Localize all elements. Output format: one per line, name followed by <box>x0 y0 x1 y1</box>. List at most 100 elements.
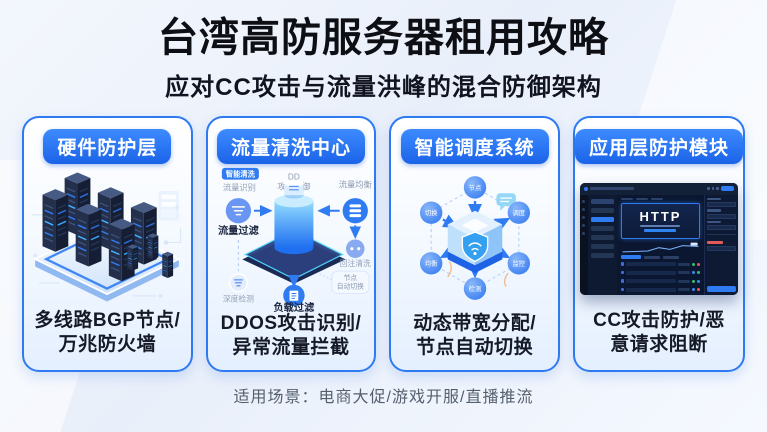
mini-badge-label: 智能清洗 <box>226 170 256 179</box>
label-reinject: 回注清洗 <box>340 258 371 268</box>
doc-icon <box>289 290 299 301</box>
menu-item <box>590 207 614 213</box>
dashboard-topbar <box>579 182 738 195</box>
cleaning-flow-diagram: 智能清洗 流量识别 DD 攻击防御 流量均衡 流量过滤 深度检测 <box>208 164 375 312</box>
table-row <box>620 287 700 293</box>
menu-item <box>590 225 614 231</box>
card-header-badge: 应用层防护模块 <box>574 129 743 164</box>
dashboard-body: HTTP <box>579 194 738 295</box>
hex-node-label: 切换 <box>425 208 438 217</box>
card-hardware-protection: 硬件防护层 <box>22 116 193 372</box>
caption-line: 意请求阻断 <box>610 334 708 356</box>
tab-bar <box>643 255 660 259</box>
card-header-badge: 流量清洗中心 <box>216 129 365 164</box>
dashboard-content: HTTP <box>616 194 704 295</box>
pill-connector <box>318 272 333 281</box>
label-balance: 流量均衡 <box>339 179 372 189</box>
label-traffic-filter: 流量过滤 <box>218 224 260 237</box>
page-title: 台湾高防服务器租用攻略 <box>158 16 609 60</box>
dashboard-title-bar <box>589 187 634 191</box>
sidebar-menu <box>587 194 617 295</box>
ghost-cabinet-deco <box>158 190 180 220</box>
hex-node-label: 均衡 <box>425 259 438 268</box>
caption-line: 动态带宽分配/ <box>413 313 537 334</box>
field-input-bar <box>706 246 736 252</box>
table-row <box>620 261 700 267</box>
page-subtitle: 应对CC攻击与流量洪峰的混合防御架构 <box>165 74 602 101</box>
table-row <box>620 278 700 284</box>
hex-node-label: 调度 <box>512 208 525 217</box>
scheduling-hex-svg: 节点 调度 监控 检测 均衡 切换 <box>419 176 530 300</box>
stack-mini-icon <box>289 185 299 191</box>
dashboard-screenshot: HTTP <box>575 164 743 309</box>
attack-log-table <box>620 261 700 293</box>
tab-bar <box>662 255 679 259</box>
logo-dot-icon <box>583 186 588 191</box>
label-dd-line1: DD <box>288 173 300 182</box>
node-pill-line1: 节点 <box>344 274 358 282</box>
caption-line: 异常流量拦截 <box>232 336 350 358</box>
field-label-bar <box>706 197 721 201</box>
shield-icon <box>461 231 488 263</box>
scan-icon <box>233 279 243 287</box>
topbar-dot-icon <box>707 187 710 190</box>
icon-rail <box>579 194 588 295</box>
cleaning-cylinder <box>274 180 314 255</box>
field-input-bar <box>706 202 736 208</box>
label-load-filter: 负载过滤 <box>273 301 315 312</box>
protection-dashboard: HTTP <box>579 182 738 295</box>
card-caption: 多线路BGP节点/ 万兆防火墙 <box>34 309 180 357</box>
field-label-bar <box>706 220 721 224</box>
active-tab-bar <box>620 255 641 260</box>
panel-button <box>706 285 736 292</box>
settings-panel <box>703 194 738 295</box>
label-deep-detect: 深度检测 <box>223 293 254 303</box>
card-header-badge: 智能调度系统 <box>400 129 549 164</box>
menu-item <box>590 234 614 240</box>
card-caption: 动态带宽分配/ 节点自动切换 <box>413 312 536 360</box>
table-row <box>620 270 700 276</box>
hex-node-label: 检测 <box>468 284 481 293</box>
dots-icon <box>350 247 361 251</box>
orange-deco <box>446 261 509 288</box>
cleaning-flow-svg: 智能清洗 流量识别 DD 攻击防御 流量均衡 流量过滤 深度检测 <box>218 167 372 312</box>
card-app-layer-protection: 应用层防护模块 <box>572 116 745 372</box>
traffic-chart <box>621 241 700 254</box>
menu-item <box>590 198 614 204</box>
reinject-node-circle <box>345 239 365 258</box>
card-header-badge: 硬件防护层 <box>43 129 172 164</box>
http-headline: HTTP <box>639 208 682 224</box>
caption-line: 多线路BGP节点/ <box>34 310 181 332</box>
hex-node-label: 节点 <box>468 184 481 192</box>
menu-item <box>590 243 614 249</box>
caption-line: 万兆防火墙 <box>58 334 157 356</box>
mini-badge <box>221 167 259 180</box>
table-tabs <box>620 255 700 260</box>
menu-item <box>590 252 614 258</box>
cards-row: 硬件防护层 <box>0 116 767 372</box>
content-tabs <box>620 197 700 201</box>
alert-bar <box>706 241 723 245</box>
caption-line: DDOS攻击识别/ <box>220 313 362 334</box>
node-pill <box>331 270 370 294</box>
funnel-icon <box>231 206 246 216</box>
card-caption: DDOS攻击识别/ 异常流量拦截 <box>221 312 362 360</box>
topbar-dot-icon <box>716 187 719 190</box>
topbar-dot-icon <box>711 187 715 190</box>
server-racks-svg <box>31 171 182 302</box>
menu-item-active <box>590 216 614 222</box>
card-intelligent-scheduling: 智能调度系统 <box>389 116 560 372</box>
chat-bubble-icon <box>496 193 516 211</box>
panel-text-bar <box>640 224 681 228</box>
field-label-bar <box>706 209 721 212</box>
hex-nodes: 节点 调度 监控 检测 均衡 切换 <box>419 176 530 300</box>
card-traffic-cleaning: 流量清洗中心 智能清洗 流量识别 DD 攻击防御 流量均衡 流量过滤 <box>205 116 377 372</box>
panel-link-bar <box>644 229 677 232</box>
caption-line: CC攻击防护/恶 <box>593 310 725 332</box>
hex-node-label: 监控 <box>512 259 525 268</box>
topbar-button <box>720 186 734 192</box>
scheduling-hex-diagram: 节点 调度 监控 检测 均衡 切换 <box>391 164 558 312</box>
field-input-bar <box>706 213 736 219</box>
scenario-note: 适用场景：电商大促/游戏开服/直播推流 <box>233 389 534 406</box>
field-input-bar <box>706 225 736 231</box>
